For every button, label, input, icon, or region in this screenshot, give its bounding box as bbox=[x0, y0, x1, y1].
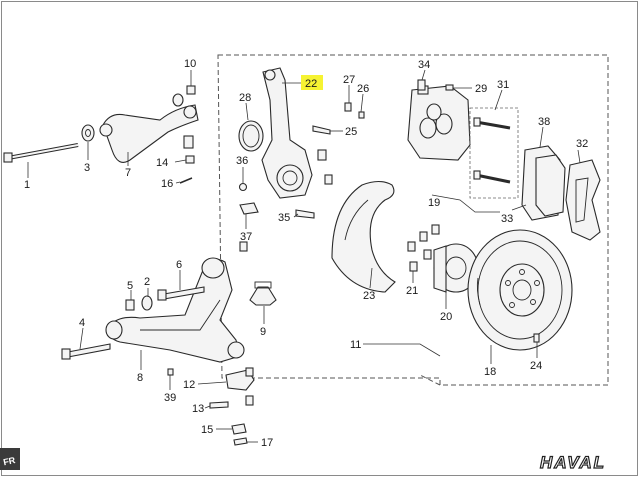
callout-16: 16 bbox=[161, 178, 173, 190]
washer-2 bbox=[141, 295, 153, 311]
highlight-22 bbox=[301, 75, 323, 90]
callout-26: 26 bbox=[357, 83, 369, 95]
callout-29: 29 bbox=[475, 83, 487, 95]
bump-stop bbox=[249, 286, 277, 306]
long-bolt bbox=[3, 143, 79, 163]
nut-36 bbox=[238, 182, 248, 192]
bolt-25 bbox=[312, 125, 331, 135]
callout-22: 22 bbox=[305, 78, 317, 90]
callout-19: 19 bbox=[428, 197, 440, 209]
lower-control-arm bbox=[105, 257, 245, 363]
callout-11: 11 bbox=[350, 339, 361, 351]
callout-38: 38 bbox=[538, 116, 550, 128]
upper-control-arm bbox=[99, 104, 199, 163]
callout-7: 7 bbox=[125, 167, 131, 179]
pin-17 bbox=[233, 437, 248, 446]
caliper-bracket bbox=[565, 159, 601, 241]
callout-10: 10 bbox=[184, 58, 196, 70]
callout-28: 28 bbox=[239, 92, 251, 104]
bolt-27 bbox=[344, 102, 352, 112]
guide-pin-box bbox=[469, 107, 519, 199]
callout-17: 17 bbox=[261, 437, 273, 449]
dust-shield bbox=[331, 180, 396, 293]
bolt-35 bbox=[295, 209, 315, 219]
brand-logo-text: HAVAL bbox=[540, 453, 606, 472]
steering-knuckle bbox=[261, 67, 313, 199]
callout-2: 2 bbox=[144, 276, 150, 288]
callout-36: 36 bbox=[236, 155, 248, 167]
callout-37: 37 bbox=[240, 231, 252, 243]
callout-9: 9 bbox=[260, 326, 266, 338]
cap-29 bbox=[445, 84, 454, 91]
callout-35: 35 bbox=[278, 212, 290, 224]
callout-labels: 1 2 3 4 5 6 7 8 9 10 11 12 13 14 15 16 1… bbox=[24, 58, 588, 449]
callout-21: 21 bbox=[406, 285, 418, 297]
callout-32: 32 bbox=[576, 138, 588, 150]
nut-39 bbox=[167, 368, 174, 376]
callout-24: 24 bbox=[530, 360, 542, 372]
brake-caliper bbox=[407, 85, 471, 161]
hub-bolts bbox=[407, 224, 440, 272]
callout-39: 39 bbox=[164, 392, 176, 404]
nut-14 bbox=[185, 155, 195, 164]
nut-5 bbox=[125, 299, 135, 311]
callout-8: 8 bbox=[137, 372, 143, 384]
front-direction-tag: FR bbox=[0, 448, 20, 470]
callout-25: 25 bbox=[345, 126, 357, 138]
bolt-13 bbox=[209, 401, 229, 409]
callout-1: 1 bbox=[24, 179, 30, 191]
nut bbox=[186, 85, 196, 95]
callout-27: 27 bbox=[343, 74, 355, 86]
clamp-15 bbox=[231, 423, 247, 435]
callout-20: 20 bbox=[440, 311, 452, 323]
callout-13: 13 bbox=[192, 403, 204, 415]
leader-lines bbox=[27, 69, 581, 443]
callout-4: 4 bbox=[79, 317, 85, 329]
bolt-26 bbox=[358, 111, 365, 119]
clip-37 bbox=[239, 202, 259, 215]
callout-12: 12 bbox=[183, 379, 195, 391]
screw-24 bbox=[533, 333, 540, 343]
callout-33: 33 bbox=[501, 213, 513, 225]
callout-5: 5 bbox=[127, 280, 133, 292]
brake-pads bbox=[521, 145, 566, 221]
washer bbox=[81, 124, 95, 142]
bushing bbox=[172, 93, 184, 107]
brand-logo: HAVAL bbox=[539, 452, 606, 472]
brake-disc bbox=[467, 229, 573, 351]
callout-23: 23 bbox=[363, 290, 375, 302]
cotter-pin-16 bbox=[179, 177, 193, 184]
callout-31: 31 bbox=[497, 79, 509, 91]
bleeder-34 bbox=[417, 79, 426, 91]
bolt-top bbox=[239, 241, 248, 252]
callout-15: 15 bbox=[201, 424, 213, 436]
callout-3: 3 bbox=[84, 162, 90, 174]
callout-34: 34 bbox=[418, 59, 430, 71]
callout-14: 14 bbox=[156, 157, 168, 169]
callout-6: 6 bbox=[176, 259, 182, 271]
callout-18: 18 bbox=[484, 366, 496, 378]
bolt-4 bbox=[67, 343, 111, 358]
direction-tag-text: FR bbox=[2, 455, 16, 467]
